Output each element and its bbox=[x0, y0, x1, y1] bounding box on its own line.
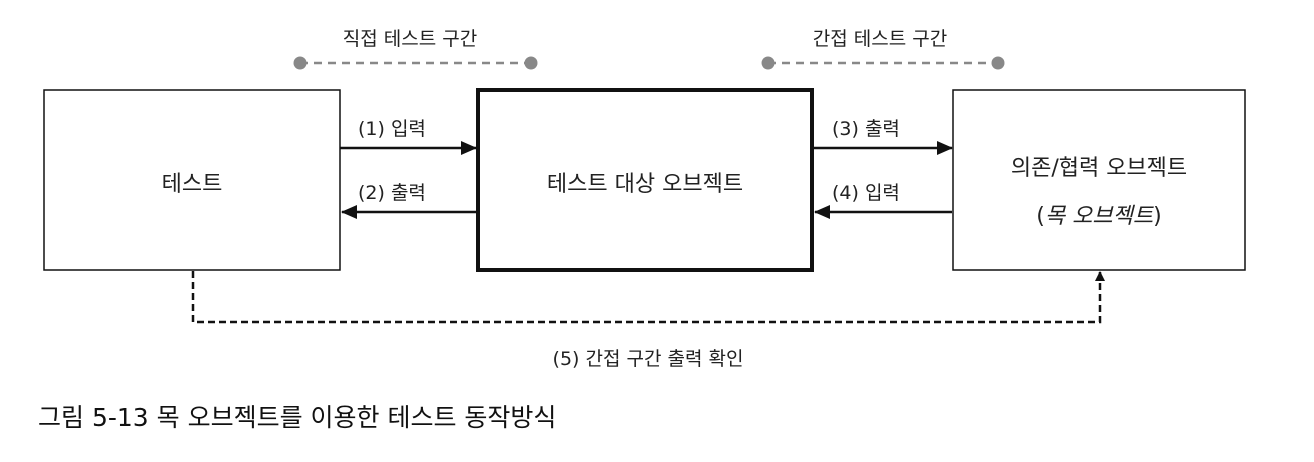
indirect-test-span bbox=[761, 56, 1005, 70]
test-box-label: 테스트 bbox=[161, 172, 223, 197]
arrow-4-label: (4) 입력 bbox=[832, 182, 900, 204]
arrow-5-label: (5) 간접 구간 출력 확인 bbox=[552, 348, 744, 370]
arrow-2-label: (2) 출력 bbox=[358, 182, 426, 204]
arrow-1-label: (1) 입력 bbox=[358, 118, 426, 140]
collab-box-label: 의존/협력 오브젝트 bbox=[1010, 156, 1188, 181]
figure-caption: 그림 5-13 목 오브젝트를 이용한 테스트 동작방식 bbox=[38, 403, 557, 432]
mock-object-label: 목 오브젝트 bbox=[1044, 204, 1154, 229]
paren-close: ) bbox=[1153, 204, 1162, 229]
indirect-span-label: 간접 테스트 구간 bbox=[812, 28, 948, 50]
target-box-label: 테스트 대상 오브젝트 bbox=[546, 172, 744, 197]
arrow-3-label: (3) 출력 bbox=[832, 118, 900, 140]
direct-test-span bbox=[293, 56, 538, 70]
target-object-box bbox=[476, 88, 814, 272]
arrow-5 bbox=[191, 271, 1105, 324]
paren-open: ( bbox=[1036, 204, 1045, 229]
collab-box-sublabel: (목 오브젝트) bbox=[1036, 198, 1161, 230]
test-box bbox=[43, 89, 341, 271]
collaborator-box bbox=[952, 89, 1246, 271]
direct-span-label: 직접 테스트 구간 bbox=[342, 28, 478, 50]
